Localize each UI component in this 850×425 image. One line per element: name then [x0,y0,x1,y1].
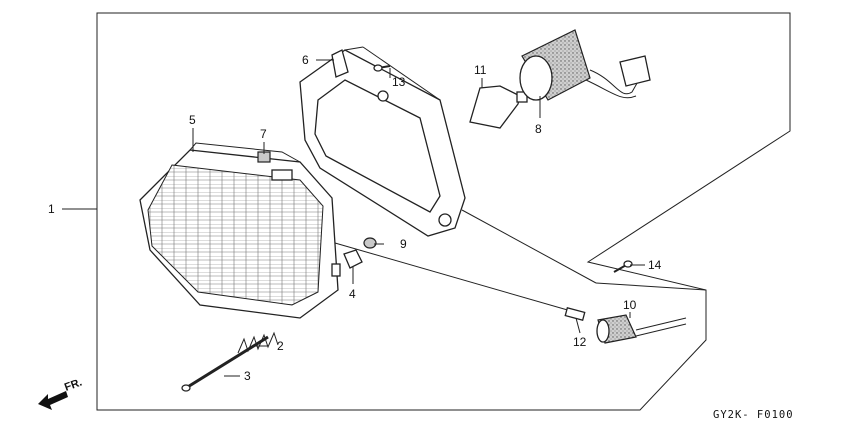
spring [237,331,279,354]
socket-10 [596,314,687,344]
callout-5: 5 [189,113,196,127]
callout-11: 11 [474,63,487,77]
callout-12: 12 [573,335,587,349]
callout-6: 6 [302,53,309,67]
leader-line [334,242,579,314]
callout-4: 4 [349,287,356,301]
leader-line [461,209,597,284]
callout-14: 14 [648,258,662,272]
callout-2: 2 [277,339,284,353]
grommet [363,237,377,249]
direction-label: FR. [63,376,84,393]
callout-3: 3 [244,369,251,383]
headlight-unit [139,142,341,319]
drawing-code: GY2K- F0100 [713,409,794,421]
callout-8: 8 [535,122,542,136]
callout-10: 10 [623,298,637,312]
case [299,46,466,237]
callout-7: 7 [260,127,267,141]
screw-3 [181,335,269,392]
nut-4 [343,249,363,269]
leader-line [595,282,707,291]
front-direction-arrow: FR. [38,376,84,410]
bulb-12 [564,307,586,321]
bulb-11 [469,85,528,129]
socket-8 [519,29,651,101]
callout-1: 1 [48,202,55,216]
screw-13 [373,64,391,72]
callout-9: 9 [400,237,407,251]
callout-13: 13 [392,75,406,89]
